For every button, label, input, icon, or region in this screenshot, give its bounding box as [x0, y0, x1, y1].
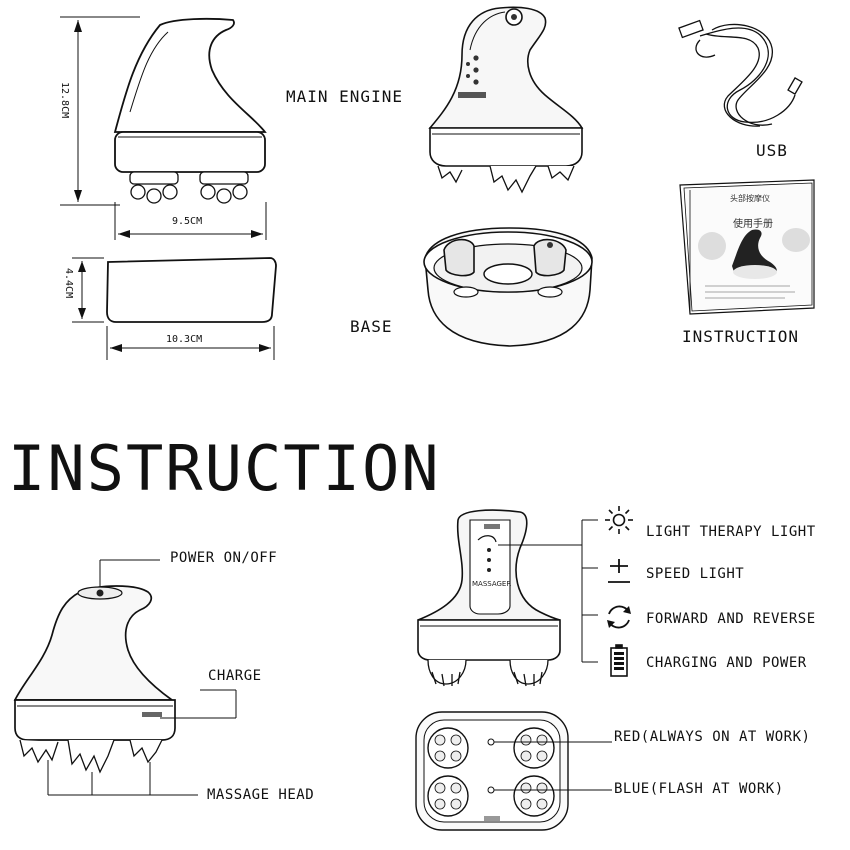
rotate-icon: [607, 605, 631, 629]
legend-item-light-therapy: LIGHT THERAPY LIGHT: [600, 505, 848, 540]
legend-label: SPEED LIGHT: [646, 566, 745, 582]
legend-item-speed: SPEED LIGHT: [600, 555, 848, 585]
battery-icon: [610, 644, 628, 677]
blue-light-label: BLUE(FLASH AT WORK): [614, 781, 784, 797]
sun-icon: [605, 506, 633, 534]
manual-title-text: 头部按摩仪: [730, 194, 770, 203]
section-title: INSTRUCTION: [8, 432, 441, 505]
device-brand-text: MASSAGER: [472, 580, 512, 588]
legend-item-charging: CHARGING AND POWER: [600, 644, 848, 678]
legend-label: CHARGING AND POWER: [646, 655, 807, 671]
main-engine-label: MAIN ENGINE: [286, 87, 403, 106]
red-light-label: RED(ALWAYS ON AT WORK): [614, 729, 811, 745]
instruction-label: INSTRUCTION: [682, 327, 799, 346]
manual-subtitle-text: 使用手册: [733, 219, 773, 230]
massage-head-callout-label: MASSAGE HEAD: [207, 787, 315, 803]
legend-label: FORWARD AND REVERSE: [646, 611, 816, 627]
width-dimension-label: 9.5CM: [172, 216, 203, 227]
power-callout-label: POWER ON/OFF: [170, 550, 278, 566]
base-label: BASE: [350, 317, 393, 336]
legend-item-forward-reverse: FORWARD AND REVERSE: [600, 600, 848, 630]
base-width-dimension-label: 10.3CM: [166, 334, 203, 345]
plus-minus-icon: [608, 559, 630, 583]
charge-callout-label: CHARGE: [208, 668, 262, 684]
legend-label: LIGHT THERAPY LIGHT: [646, 524, 816, 540]
usb-label: USB: [756, 141, 788, 160]
